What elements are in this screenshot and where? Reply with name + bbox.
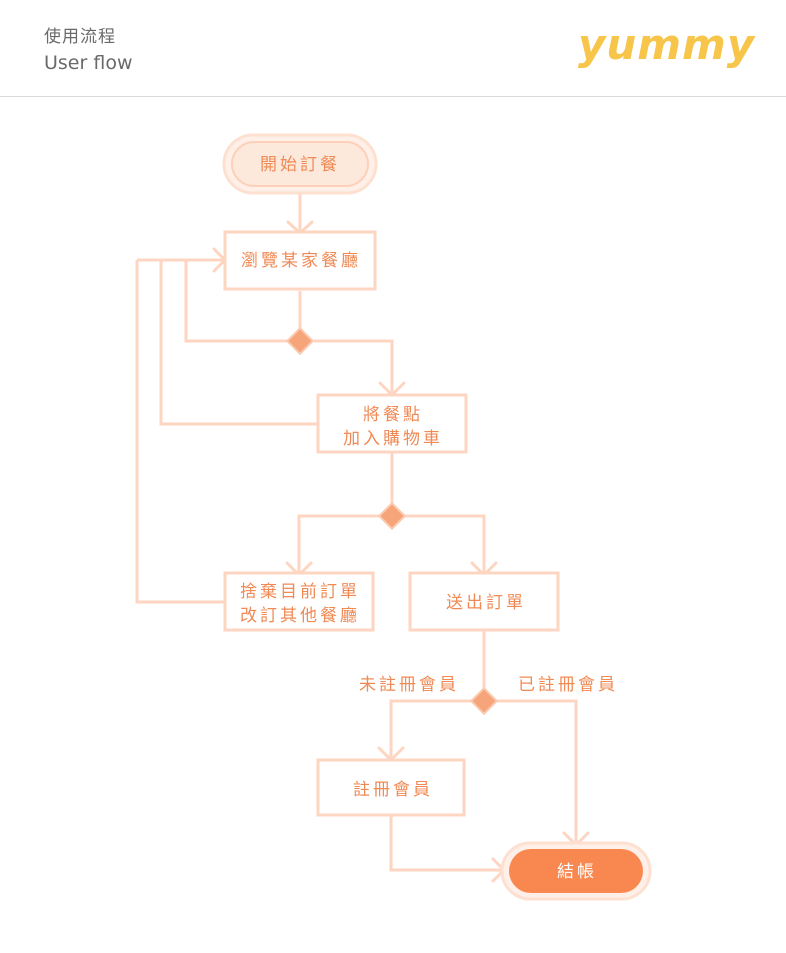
decision-diamond-1 bbox=[285, 326, 315, 356]
discard-label-line2: 改訂其他餐廳 bbox=[240, 606, 360, 626]
register-label: 註冊會員 bbox=[353, 780, 433, 800]
discard-order-node: 捨棄目前訂單 改訂其他餐廳 bbox=[223, 571, 375, 632]
start-label: 開始訂餐 bbox=[260, 155, 340, 175]
submit-label: 送出訂單 bbox=[446, 593, 526, 613]
decision-diamond-3 bbox=[469, 686, 499, 716]
submit-order-node: 送出訂單 bbox=[408, 571, 560, 632]
add-cart-label-line2: 加入購物車 bbox=[343, 429, 443, 449]
yummy-logo: yummy bbox=[578, 20, 756, 69]
checkout-label: 結帳 bbox=[557, 862, 597, 882]
is-member-label: 已註冊會員 bbox=[518, 675, 618, 695]
page-title: 使用流程 bbox=[44, 27, 116, 47]
browse-label: 瀏覽某家餐廳 bbox=[241, 251, 361, 271]
start-node: 開始訂餐 bbox=[222, 133, 378, 195]
decision-diamond-2 bbox=[377, 501, 407, 531]
register-member-node: 註冊會員 bbox=[316, 758, 466, 817]
page-header: 使用流程 User flow yummy bbox=[0, 0, 786, 97]
add-to-cart-node: 將餐點 加入購物車 bbox=[316, 393, 468, 454]
browse-restaurant-node: 瀏覽某家餐廳 bbox=[223, 230, 377, 291]
page-subtitle: User flow bbox=[44, 52, 133, 74]
discard-label-line1: 捨棄目前訂單 bbox=[240, 582, 360, 602]
checkout-node: 結帳 bbox=[500, 841, 652, 901]
not-member-label: 未註冊會員 bbox=[359, 675, 459, 695]
add-cart-label-line1: 將餐點 bbox=[363, 405, 423, 425]
